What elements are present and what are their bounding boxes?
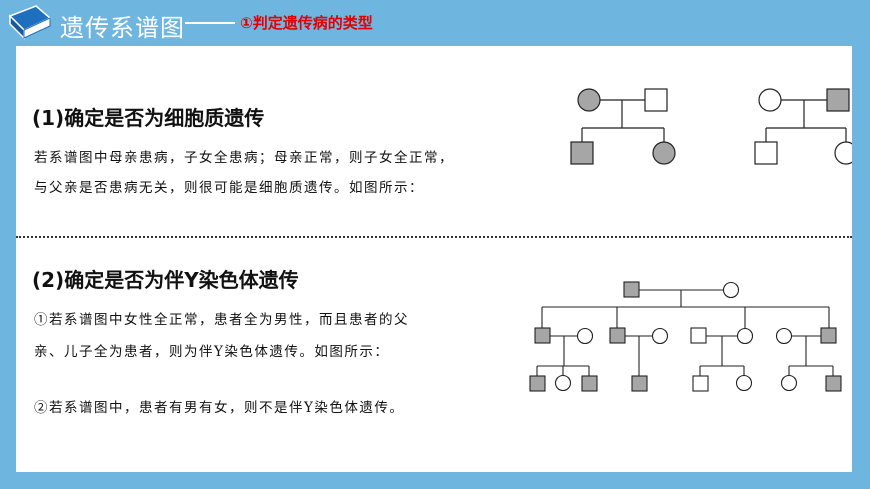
title-divider (185, 22, 235, 24)
page-subtitle: ①判定遗传病的类型 (240, 14, 373, 32)
pedigree-cytoplasmic-1 (570, 88, 676, 165)
book-icon (8, 5, 52, 40)
page-title: 遗传系谱图 (60, 14, 185, 42)
section1-heading: (1)确定是否为细胞质遗传 (32, 106, 265, 130)
pedigree-y-linked (529, 281, 842, 392)
section1-line1: 若系谱图中母亲患病，子女全患病；母亲正常，则子女全正常， (34, 150, 454, 166)
title-bar: 遗传系谱图 ①判定遗传病的类型 (0, 0, 870, 44)
content-panel: (1)确定是否为细胞质遗传 若系谱图中母亲患病，子女全患病；母亲正常，则子女全正… (16, 46, 852, 472)
section2-heading: (2)确定是否为伴Y染色体遗传 (32, 268, 299, 292)
section1-line2: 与父亲是否患病无关，则很可能是细胞质遗传。如图所示： (34, 180, 424, 196)
pedigree-diagrams (529, 88, 852, 392)
section2-item1-line2: 亲、儿子全为患者，则为伴Y染色体遗传。如图所示： (34, 344, 390, 360)
pedigree-cytoplasmic-2 (754, 88, 852, 165)
section-divider (16, 236, 852, 238)
section2-item2: ②若系谱图中，患者有男有女，则不是伴Y染色体遗传。 (34, 400, 405, 416)
section2-item1-line1: ①若系谱图中女性全正常，患者全为男性，而且患者的父 (34, 312, 409, 328)
